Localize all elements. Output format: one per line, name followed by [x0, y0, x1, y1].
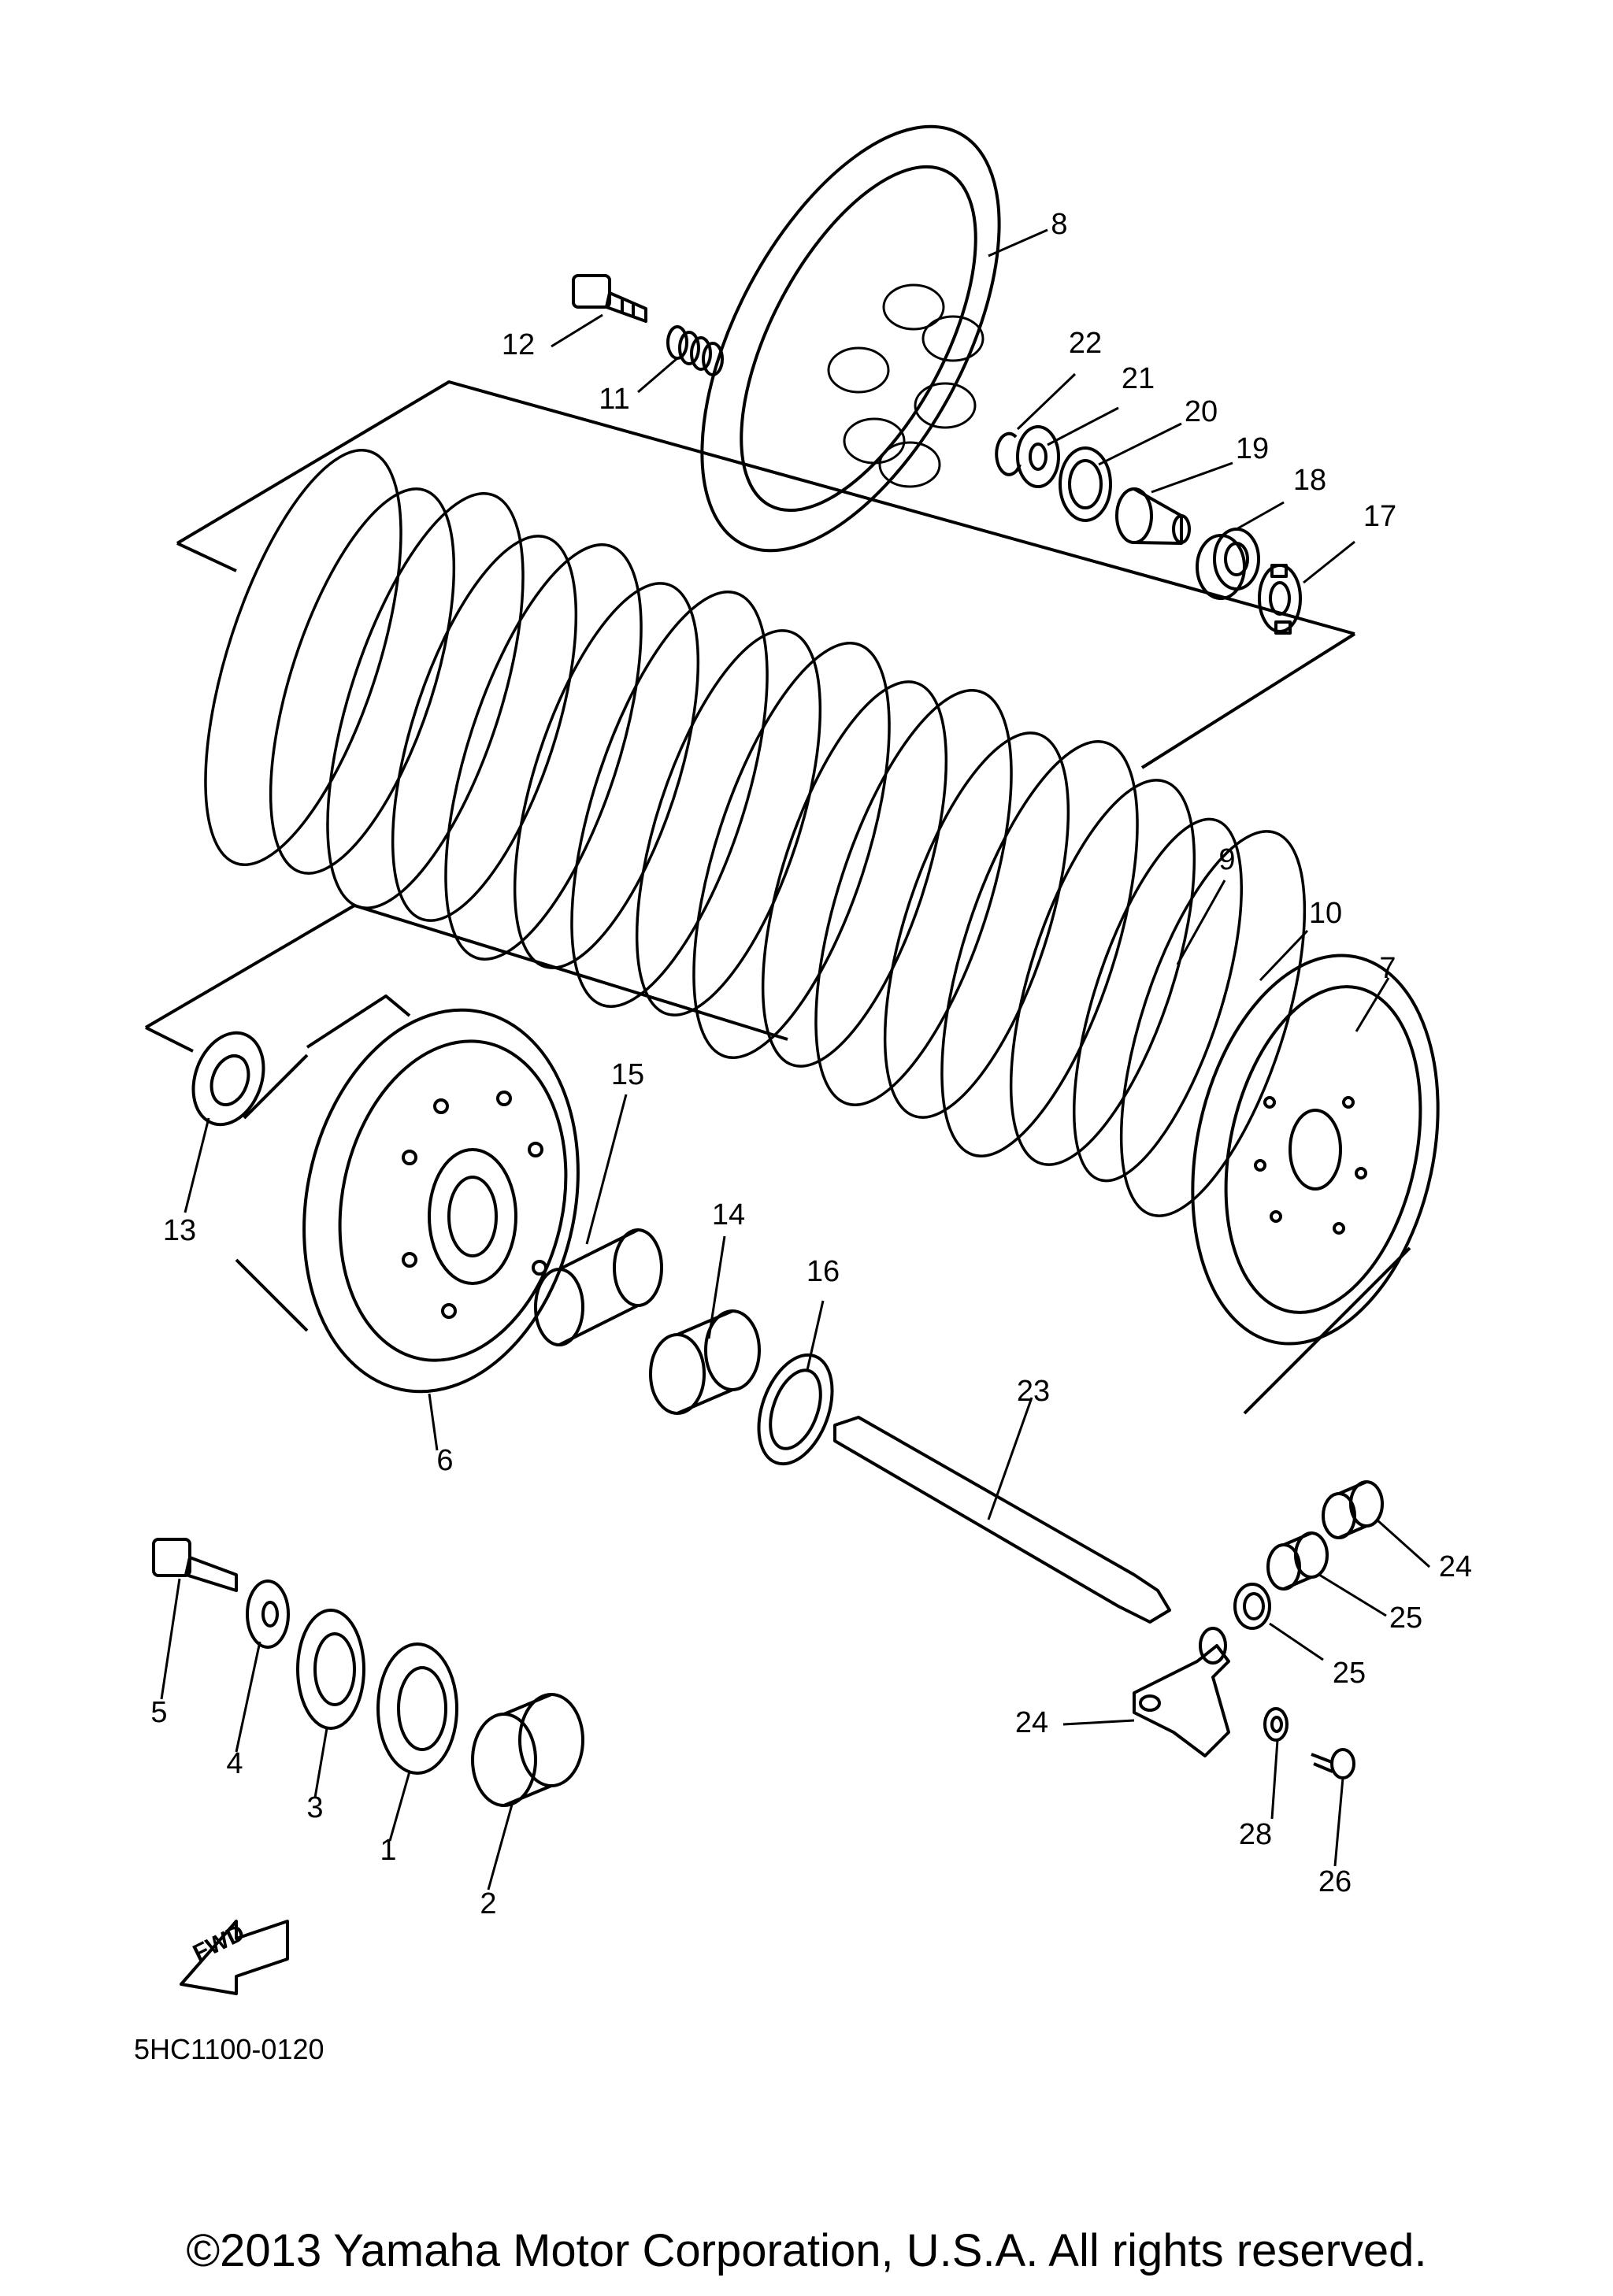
callout-25-upper: 24: [1438, 1550, 1473, 1583]
callout-13: 13: [162, 1214, 197, 1247]
callout-12: 12: [501, 328, 536, 361]
lock-washer: [1258, 564, 1302, 635]
callout-2: 2: [480, 1887, 497, 1920]
clutch-bolt-upper: [572, 274, 647, 323]
thrust-plate: [757, 1353, 834, 1466]
callout-11: 11: [599, 383, 630, 416]
leader-lines: [160, 228, 1431, 1890]
primary-driven-gear-housing: [235, 994, 580, 1394]
thrust-washer: [191, 1031, 265, 1127]
collar: [649, 1309, 761, 1415]
circlip: [995, 431, 1022, 476]
bearing-small: [1059, 446, 1112, 522]
callout-17: 17: [1363, 500, 1397, 533]
bearing-right-lower: [1266, 1531, 1329, 1591]
clutch-boss: [1191, 954, 1440, 1346]
push-rod: [833, 1416, 1171, 1624]
callout-14: 14: [711, 1198, 746, 1231]
callout-23: 23: [1016, 1375, 1051, 1408]
small-washer: [1263, 1707, 1289, 1742]
callout-22: 22: [1068, 327, 1103, 360]
spacer-collar: [471, 1693, 584, 1807]
plain-washer: [246, 1579, 290, 1649]
callout-24: 24: [1014, 1706, 1049, 1739]
callout-20: 20: [1184, 395, 1218, 428]
callout-16: 16: [806, 1255, 840, 1288]
forward-arrow-icon: [180, 1920, 289, 1995]
clutch-nut: [1196, 528, 1260, 600]
plate-group-frame-lower: [144, 904, 1411, 1415]
diagram-code: 5HC1100-0120: [134, 2033, 324, 2065]
bearing-right-upper: [1322, 1480, 1384, 1539]
callout-18: 18: [1292, 464, 1327, 497]
callout-25-lower: 25: [1389, 1602, 1423, 1635]
callout-26: 25: [1332, 1657, 1366, 1690]
clutch-plate-stack: [204, 449, 1307, 1217]
plate-group-frame-upper: [176, 380, 1356, 769]
callout-3: 3: [306, 1791, 324, 1824]
callout-6: 6: [436, 1444, 454, 1477]
callout-9: 9: [1218, 843, 1236, 876]
oil-seal: [1233, 1583, 1271, 1630]
callout-10: 10: [1308, 897, 1343, 930]
needle-bearing: [534, 1228, 663, 1346]
screw: [1311, 1748, 1355, 1779]
callout-7: 7: [1379, 952, 1396, 985]
callout-19: 19: [1235, 432, 1270, 465]
callout-15: 15: [610, 1058, 645, 1091]
callout-21: 21: [1121, 362, 1155, 395]
push-rod-holder: [1115, 487, 1191, 545]
copyright-notice: ©2013 Yamaha Motor Corporation, U.S.A. A…: [186, 2225, 1427, 2276]
callout-5: 5: [150, 1696, 168, 1729]
push-lever-shaft: [1133, 1627, 1230, 1757]
callout-27: 26: [1318, 1865, 1352, 1898]
primary-drive-gear: [376, 1642, 458, 1775]
pressure-plate: [700, 124, 1001, 553]
callout-4: 4: [226, 1747, 243, 1780]
plain-washer-small: [1016, 425, 1060, 488]
callout-8: 8: [1051, 208, 1068, 241]
callout-1: 1: [380, 1834, 397, 1867]
callout-28: 28: [1238, 1818, 1273, 1851]
flange-bolt: [152, 1538, 238, 1592]
primary-drive-gear-small: [296, 1609, 365, 1730]
